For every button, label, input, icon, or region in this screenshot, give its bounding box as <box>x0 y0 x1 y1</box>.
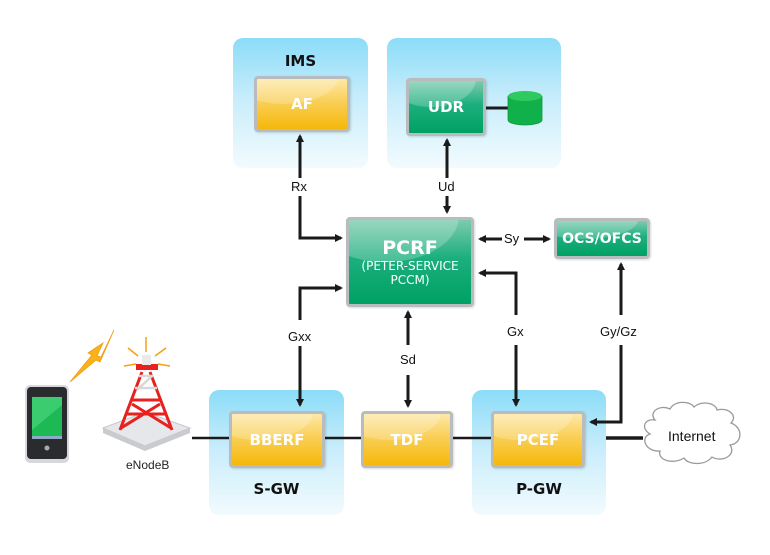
ocs-ofcs-node[interactable]: OCS/OFCS <box>554 218 650 259</box>
rx-interface-label: Rx <box>290 179 308 195</box>
gx-interface-label: Gx <box>506 324 525 340</box>
gxx-link-up <box>298 284 343 320</box>
pcrf-label: PCRF <box>382 237 438 259</box>
gygz-link-down <box>589 345 623 426</box>
pcrf-sublabel-line1: (PETER-SERVICE <box>361 259 459 273</box>
sd-interface-label: Sd <box>399 352 417 368</box>
ocs-ofcs-label: OCS/OFCS <box>562 230 642 247</box>
sy-interface-label: Sy <box>503 231 521 247</box>
gygz-interface-label: Gy/Gz <box>599 324 638 340</box>
sgw-group-title: S-GW <box>253 480 300 498</box>
enodeb-label: eNodeB <box>126 458 170 472</box>
tdf-node[interactable]: TDF <box>361 411 453 468</box>
pgw-group-title: P-GW <box>516 480 562 498</box>
internet-cloud-icon <box>643 401 741 465</box>
tdf-label: TDF <box>390 430 424 449</box>
mobile-phone-icon <box>25 385 69 463</box>
enodeb-tower-icon <box>101 337 192 451</box>
database-icon <box>507 91 543 126</box>
pcef-node[interactable]: PCEF <box>491 411 585 468</box>
ims-group-title: IMS <box>284 52 317 70</box>
bberf-label: BBERF <box>249 430 305 449</box>
af-label: AF <box>291 95 313 113</box>
af-node[interactable]: AF <box>254 76 350 132</box>
bberf-node[interactable]: BBERF <box>229 411 325 468</box>
gxx-interface-label: Gxx <box>287 329 313 345</box>
rx-link-down <box>298 196 343 242</box>
udr-node[interactable]: UDR <box>406 78 486 136</box>
wireless-signal-icon <box>69 329 115 383</box>
pcrf-sublabel-line2: PCCM) <box>390 273 430 287</box>
internet-label: Internet <box>668 428 716 444</box>
ud-interface-label: Ud <box>437 179 456 195</box>
gx-link-up <box>478 269 518 315</box>
pcrf-node[interactable]: PCRF (PETER-SERVICE PCCM) <box>346 217 474 307</box>
udr-label: UDR <box>427 98 465 116</box>
pcef-label: PCEF <box>516 430 560 449</box>
